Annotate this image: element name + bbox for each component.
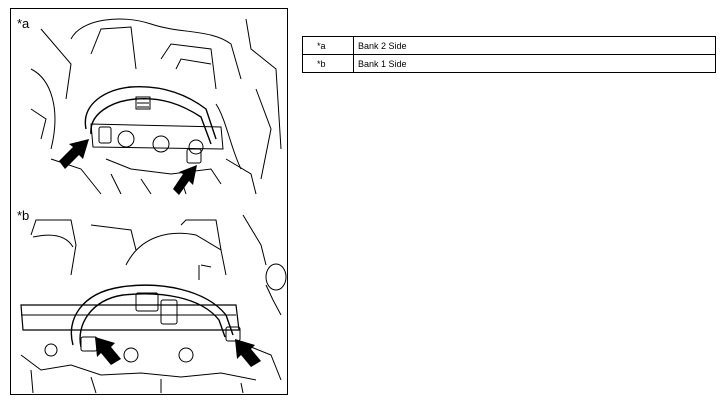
arrow-pointer [235,339,261,367]
legend-row: *a Bank 2 Side [302,36,716,55]
legend-key: *a [302,36,354,55]
panel-label-a: *a [17,16,30,31]
engine-drawing-bank-2 [30,18,282,195]
legend-row: *b Bank 1 Side [302,54,716,73]
legend-text: Bank 2 Side [353,36,716,55]
illustration-frame: *a *b [10,8,288,395]
arrow-pointer [173,165,197,195]
arrow-pointer [95,337,121,365]
legend-key: *b [302,54,354,73]
panel-label-b: *b [17,208,30,223]
legend-table: *a Bank 2 Side *b Bank 1 Side [302,36,716,73]
legend-text: Bank 1 Side [353,54,716,73]
arrow-pointer [59,139,89,169]
engine-drawing-bank-1 [20,214,287,394]
